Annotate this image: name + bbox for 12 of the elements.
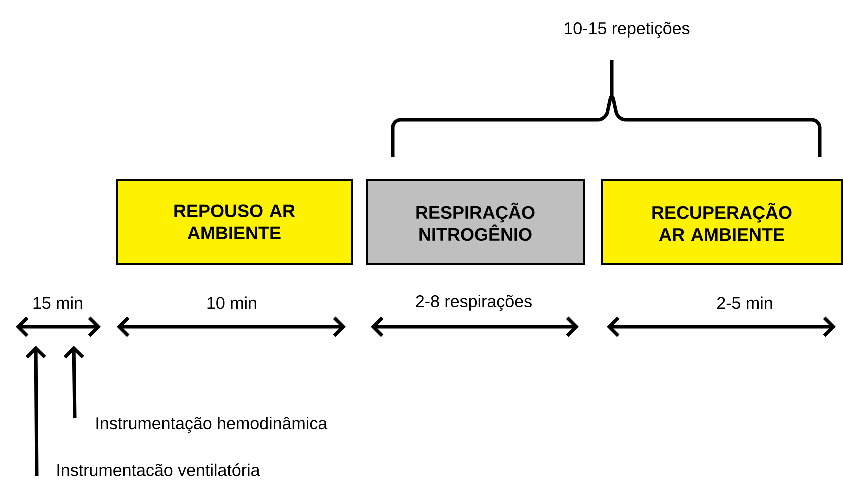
- phase-box: RECUPERAÇÃO AR AMBIENTE: [601, 179, 843, 265]
- duration-label: 2-5 min: [718, 296, 772, 310]
- leader-arrow: [26, 346, 46, 476]
- phase-box: REPOUSO AR AMBIENTE: [116, 179, 353, 265]
- annotation-text: Instrumentacão ventilatória: [58, 464, 260, 476]
- leader-arrow: [64, 346, 84, 418]
- duration-label: 10 min: [208, 296, 256, 310]
- duration-label: 2-8 respirações: [416, 295, 532, 311]
- duration-label: 15 min: [34, 296, 82, 310]
- annotation-text: Instrumentação hemodinâmica: [96, 417, 328, 433]
- brace-label: 10-15 repetições: [565, 22, 690, 38]
- phase-box: RESPIRAÇÃO NITROGÊNIO: [366, 179, 585, 265]
